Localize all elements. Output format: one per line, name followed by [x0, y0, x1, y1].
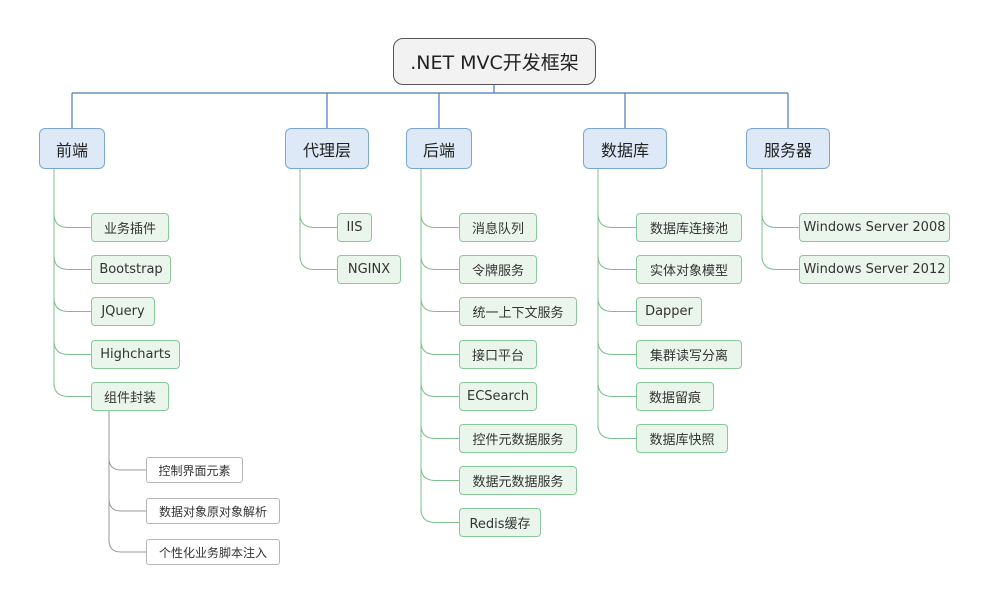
connector-3-2: [597, 297, 636, 312]
connector-3-5: [597, 424, 636, 439]
category-frontend[interactable]: 前端: [39, 128, 105, 169]
connector-2-0: [420, 213, 459, 228]
connector-2-4: [420, 382, 459, 397]
connector-3-1: [597, 255, 636, 270]
database-item-snapshot[interactable]: 数据库快照: [636, 424, 728, 453]
database-item-read-write-split[interactable]: 集群读写分离: [636, 340, 742, 369]
connector-2-5: [420, 424, 459, 439]
connector-0-2: [53, 297, 91, 312]
connector-3-0: [597, 213, 636, 228]
backend-item-data-metadata[interactable]: 数据元数据服务: [459, 466, 577, 495]
connector-0-3: [53, 340, 91, 355]
connector-4-0: [761, 213, 799, 228]
frontend-item-component-wrapper[interactable]: 组件封装: [91, 382, 169, 411]
sub-connector-1: [108, 498, 146, 512]
server-item-windows-2008[interactable]: Windows Server 2008: [799, 213, 950, 242]
connector-0-1: [53, 255, 91, 270]
component-sub-ui-control[interactable]: 控制界面元素: [146, 457, 243, 483]
connector-2-3: [420, 340, 459, 355]
backend-item-context-service[interactable]: 统一上下文服务: [459, 297, 577, 326]
connector-3-4: [597, 382, 636, 397]
database-item-entity-model[interactable]: 实体对象模型: [636, 255, 742, 284]
backend-item-message-queue[interactable]: 消息队列: [459, 213, 537, 242]
component-sub-data-object-parsing[interactable]: 数据对象原对象解析: [146, 498, 280, 524]
sub-connector-0: [108, 457, 146, 471]
connector-3-3: [597, 340, 636, 355]
category-proxy[interactable]: 代理层: [285, 128, 369, 169]
database-item-data-trace[interactable]: 数据留痕: [636, 382, 714, 411]
frontend-item-jquery[interactable]: JQuery: [91, 297, 155, 326]
component-sub-script-injection[interactable]: 个性化业务脚本注入: [146, 539, 280, 565]
connector-0-0: [53, 213, 91, 228]
connector-2-6: [420, 466, 459, 481]
category-backend[interactable]: 后端: [406, 128, 472, 169]
connector-1-0: [299, 213, 337, 228]
category-server[interactable]: 服务器: [746, 128, 830, 169]
proxy-item-iis[interactable]: IIS: [337, 213, 372, 242]
connector-4-1: [761, 255, 799, 270]
proxy-item-nginx[interactable]: NGINX: [337, 255, 401, 284]
connector-2-2: [420, 297, 459, 312]
database-item-connection-pool[interactable]: 数据库连接池: [636, 213, 742, 242]
server-item-windows-2012[interactable]: Windows Server 2012: [799, 255, 950, 284]
backend-item-token-service[interactable]: 令牌服务: [459, 255, 537, 284]
frontend-item-business-plugin[interactable]: 业务插件: [91, 213, 169, 242]
frontend-item-bootstrap[interactable]: Bootstrap: [91, 255, 171, 284]
connector-2-7: [420, 508, 459, 523]
connector-0-4: [53, 382, 91, 397]
connector-1-1: [299, 255, 337, 270]
connector-2-1: [420, 255, 459, 270]
backend-item-control-metadata[interactable]: 控件元数据服务: [459, 424, 577, 453]
root-node[interactable]: .NET MVC开发框架: [393, 38, 596, 85]
category-database[interactable]: 数据库: [583, 128, 667, 169]
database-item-dapper[interactable]: Dapper: [636, 297, 702, 326]
sub-connector-2: [108, 539, 146, 553]
frontend-item-highcharts[interactable]: Highcharts: [91, 340, 180, 369]
backend-item-redis-cache[interactable]: Redis缓存: [459, 508, 541, 537]
backend-item-ecsearch[interactable]: ECSearch: [459, 382, 537, 411]
backend-item-api-platform[interactable]: 接口平台: [459, 340, 537, 369]
